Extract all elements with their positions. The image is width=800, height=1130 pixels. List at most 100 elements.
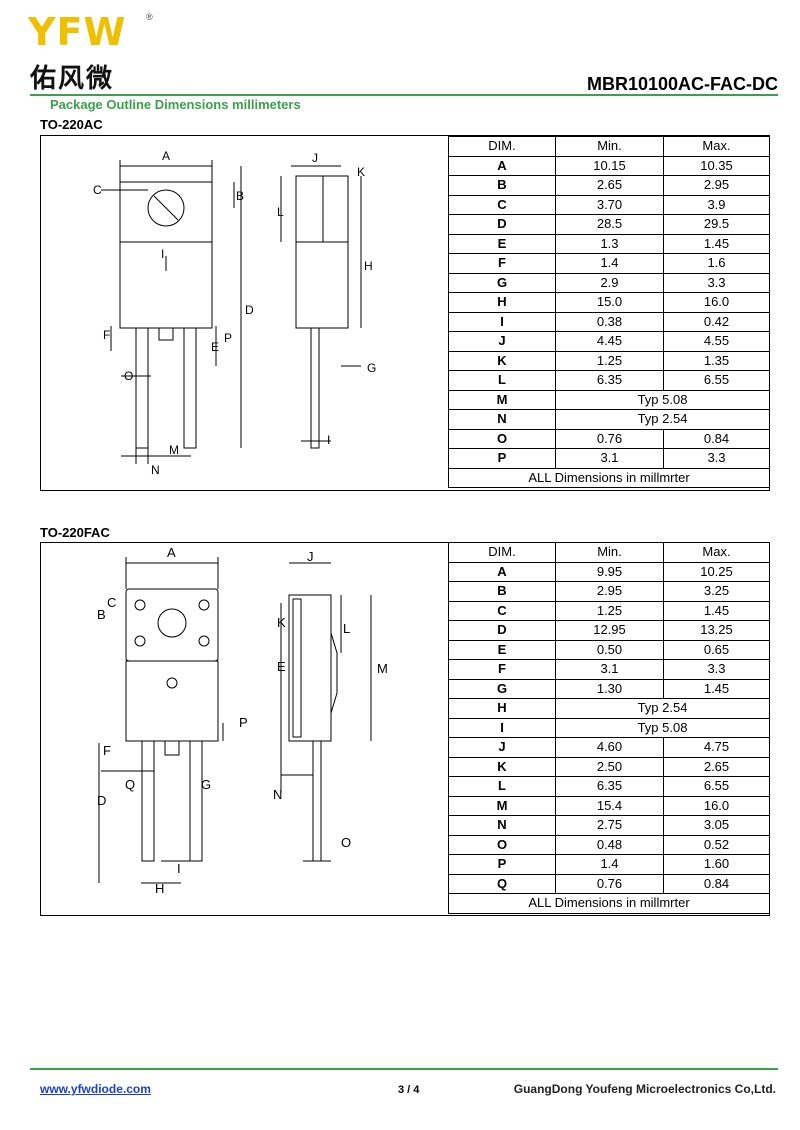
dim-cell: N <box>448 409 556 430</box>
typ-cell: Typ 2.54 <box>555 409 770 430</box>
dim-cell: D <box>448 620 556 641</box>
svg-text:G: G <box>201 777 211 792</box>
max-cell: 1.6 <box>663 253 770 274</box>
svg-text:D: D <box>245 303 254 317</box>
header-dim: DIM. <box>448 542 556 563</box>
dim-cell: A <box>448 561 556 582</box>
min-cell: 12.95 <box>555 620 664 641</box>
max-cell: 1.45 <box>663 233 770 254</box>
min-cell: 1.25 <box>555 600 664 621</box>
dim-cell: H <box>448 292 556 313</box>
header-dim: DIM. <box>448 136 556 157</box>
header-max: Max. <box>663 542 770 563</box>
svg-text:I: I <box>161 247 164 261</box>
svg-text:M: M <box>377 661 388 676</box>
dim-cell: L <box>448 370 556 391</box>
part-number-title: MBR10100AC-FAC-DC <box>586 74 778 94</box>
package-label-to220fac: TO-220FAC <box>40 525 110 540</box>
svg-text:C: C <box>93 183 102 197</box>
table-header-row: DIM. Min. Max. <box>448 542 770 563</box>
table-footer-row: ALL Dimensions in millmrter <box>448 467 770 488</box>
header-max: Max. <box>663 136 770 157</box>
max-cell: 0.52 <box>663 834 770 855</box>
dim-cell: O <box>448 834 556 855</box>
svg-text:N: N <box>273 787 282 802</box>
min-cell: 3.1 <box>555 659 664 680</box>
header-divider <box>30 94 778 96</box>
svg-text:F: F <box>103 328 110 342</box>
svg-text:O: O <box>124 369 133 383</box>
dim-cell: P <box>448 448 556 469</box>
svg-text:B: B <box>236 189 244 203</box>
max-cell: 10.25 <box>663 561 770 582</box>
units-note: ALL Dimensions in millmrter <box>448 893 770 914</box>
max-cell: 3.9 <box>663 194 770 215</box>
max-cell: 16.0 <box>663 292 770 313</box>
dim-cell: A <box>448 155 556 176</box>
section-subtitle: Package Outline Dimensions millimeters <box>50 97 301 112</box>
min-cell: 0.50 <box>555 639 664 660</box>
website-link[interactable]: www.yfwdiode.com <box>40 1082 151 1096</box>
min-cell: 2.75 <box>555 815 664 836</box>
max-cell: 1.45 <box>663 600 770 621</box>
dim-cell: O <box>448 428 556 449</box>
dim-cell: G <box>448 272 556 293</box>
min-cell: 2.65 <box>555 175 664 196</box>
footer-divider <box>30 1068 778 1070</box>
max-cell: 6.55 <box>663 370 770 391</box>
logo-mark: YFW <box>28 10 127 54</box>
min-cell: 4.60 <box>555 737 664 758</box>
header-min: Min. <box>555 136 664 157</box>
min-cell: 0.76 <box>555 873 664 894</box>
svg-text:F: F <box>103 743 111 758</box>
max-cell: 4.75 <box>663 737 770 758</box>
dim-cell: N <box>448 815 556 836</box>
svg-text:A: A <box>167 545 176 560</box>
dim-cell: I <box>448 311 556 332</box>
svg-text:E: E <box>211 340 219 354</box>
max-cell: 4.55 <box>663 331 770 352</box>
min-cell: 3.70 <box>555 194 664 215</box>
max-cell: 3.3 <box>663 659 770 680</box>
svg-text:D: D <box>97 793 106 808</box>
to220fac-panel <box>40 542 770 916</box>
to220fac-drawing: A B C D E F G H I J K L M N O P Q <box>97 545 388 896</box>
min-cell: 1.30 <box>555 678 664 699</box>
min-cell: 6.35 <box>555 370 664 391</box>
svg-text:L: L <box>343 621 350 636</box>
svg-text:A: A <box>162 149 170 163</box>
dim-cell: M <box>448 389 556 410</box>
company-name: GuangDong Youfeng Microelectronics Co,Lt… <box>513 1082 776 1096</box>
table-header-row: DIM. Min. Max. <box>448 136 770 157</box>
min-cell: 1.3 <box>555 233 664 254</box>
min-cell: 10.15 <box>555 155 664 176</box>
min-cell: 0.38 <box>555 311 664 332</box>
dim-cell: M <box>448 795 556 816</box>
dim-cell: F <box>448 659 556 680</box>
min-cell: 3.1 <box>555 448 664 469</box>
min-cell: 1.25 <box>555 350 664 371</box>
logo-chinese-name: 佑风微 <box>30 64 115 94</box>
max-cell: 3.3 <box>663 272 770 293</box>
svg-text:J: J <box>312 151 318 165</box>
dim-cell: J <box>448 331 556 352</box>
